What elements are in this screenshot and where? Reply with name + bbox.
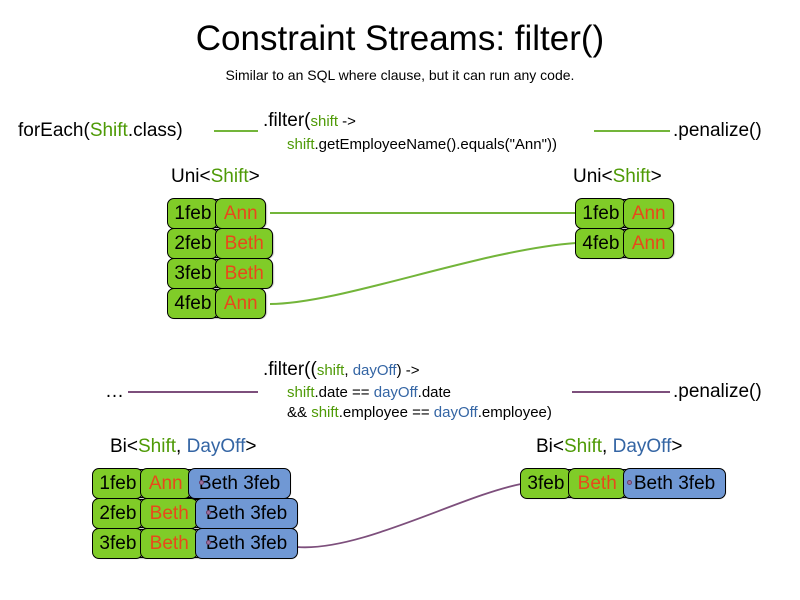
table-row[interactable]: 3feb Beth Beth 3feb: [520, 468, 727, 499]
caption-uni-left-prefix: Uni<: [171, 166, 211, 187]
caption-uni-right: Uni<Shift>: [573, 166, 662, 188]
caption-bi-left-prefix: Bi<: [110, 436, 138, 457]
tuple-cell-name: Beth: [215, 228, 274, 259]
filter-bi-head: .filter((: [263, 359, 317, 380]
filter-bi-l2-shift: shift: [287, 384, 315, 401]
foreach-type: Shift: [89, 120, 128, 141]
tuple-cell-date: 3feb: [167, 258, 219, 289]
tuple-cell-date: 3feb: [520, 468, 572, 499]
page-subtitle: Similar to an SQL where clause, but it c…: [225, 67, 575, 83]
table-row[interactable]: 3feb Beth Beth 3feb: [92, 528, 299, 559]
tuple-cell-name: Beth: [568, 468, 627, 499]
foreach-suffix: .class): [127, 120, 183, 141]
table-row[interactable]: 3feb Beth: [167, 258, 274, 289]
caption-uni-left: Uni<Shift>: [171, 166, 260, 188]
caption-uni-left-shift: Shift: [210, 166, 249, 187]
table-row[interactable]: 4feb Ann: [575, 228, 675, 259]
filter-bi-l3-shift: shift: [311, 404, 339, 421]
foreach-label: forEach(Shift.class): [18, 120, 183, 142]
filter-bi-l3-dayoff: dayOff: [433, 404, 478, 421]
table-row[interactable]: 4feb Ann: [167, 288, 267, 319]
tuple-cell-name: Ann: [215, 198, 267, 229]
tuple-junction-dot: [206, 540, 211, 545]
caption-bi-left-dayoff: DayOff: [186, 436, 246, 457]
table-row[interactable]: 2feb Beth: [167, 228, 274, 259]
filter-bi-l2-dayoff: dayOff: [373, 384, 418, 401]
filter-uni-line1: .filter(shift ->: [263, 110, 356, 132]
caption-bi-left-shift: Shift: [138, 436, 177, 457]
tuple-cell-name: Beth: [215, 258, 274, 289]
caption-bi-right-prefix: Bi<: [536, 436, 564, 457]
caption-uni-right-suffix: >: [650, 166, 662, 187]
table-row[interactable]: 2feb Beth Beth 3feb: [92, 498, 299, 529]
filter-bi-line1: .filter((shift, dayOff) ->: [263, 359, 420, 381]
tuple-cell-name: Ann: [623, 198, 675, 229]
filter-bi-l3-mid: .employee ==: [338, 404, 434, 421]
tuple-cell-date: 2feb: [167, 228, 219, 259]
caption-uni-left-suffix: >: [248, 166, 260, 187]
bi-source-ellipsis: …: [105, 381, 124, 402]
caption-uni-right-shift: Shift: [612, 166, 651, 187]
penalize-bi-label: .penalize(): [673, 381, 762, 402]
filter-bi-var-dayoff: dayOff: [352, 362, 397, 379]
caption-bi-right-dayoff: DayOff: [612, 436, 672, 457]
tuple-junction-dot: [206, 510, 211, 515]
tuple-cell-date: 3feb: [92, 528, 144, 559]
filter-uni-head: .filter(: [263, 110, 311, 131]
caption-bi-right-shift: Shift: [564, 436, 603, 457]
filter-uni-var: shift: [310, 113, 339, 130]
caption-bi-left-suffix: >: [245, 436, 257, 457]
filter-bi-line2: shift.date == dayOff.date: [287, 384, 451, 401]
filter-uni-body-tail: .getEmployeeName().equals("Ann")): [314, 136, 557, 153]
filter-uni-line2: shift.getEmployeeName().equals("Ann")): [287, 136, 557, 153]
connector-bi-3feb: [296, 483, 522, 549]
tuple-cell-date: 4feb: [167, 288, 219, 319]
tuple-cell-name: Beth: [140, 498, 199, 529]
table-row[interactable]: 1feb Ann: [167, 198, 267, 229]
tuple-cell-dayoff: Beth 3feb: [623, 468, 727, 499]
caption-bi-right-suffix: >: [671, 436, 683, 457]
tuple-cell-date: 2feb: [92, 498, 144, 529]
filter-bi-line3: && shift.employee == dayOff.employee): [287, 404, 552, 421]
caption-uni-right-prefix: Uni<: [573, 166, 613, 187]
foreach-prefix: forEach(: [18, 120, 90, 141]
tuple-cell-name: Ann: [140, 468, 192, 499]
tuple-cell-dayoff: Beth 3feb: [195, 528, 299, 559]
table-row[interactable]: 1feb Ann Beth 3feb: [92, 468, 292, 499]
filter-bi-sep: ,: [344, 362, 353, 379]
connector-uni-4feb: [269, 242, 577, 305]
filter-bi-l2-tail: .date: [417, 384, 452, 401]
tuple-cell-date: 1feb: [167, 198, 219, 229]
table-row[interactable]: 1feb Ann: [575, 198, 675, 229]
caption-bi-left-sep: ,: [176, 436, 187, 457]
tuple-cell-date: 4feb: [575, 228, 627, 259]
filter-bi-var-shift: shift: [316, 362, 345, 379]
tuple-cell-dayoff: Beth 3feb: [188, 468, 292, 499]
page-title: Constraint Streams: filter(): [195, 19, 605, 58]
tuple-cell-name: Ann: [623, 228, 675, 259]
tuple-junction-dot: [199, 480, 204, 485]
caption-bi-left: Bi<Shift, DayOff>: [110, 436, 256, 458]
tuple-cell-name: Ann: [215, 288, 267, 319]
penalize-uni-label: .penalize(): [673, 120, 762, 141]
caption-bi-right: Bi<Shift, DayOff>: [536, 436, 682, 458]
filter-bi-arrow: ) ->: [396, 362, 420, 379]
tuple-cell-date: 1feb: [575, 198, 627, 229]
tuple-cell-date: 1feb: [92, 468, 144, 499]
filter-bi-l3-head: &&: [287, 404, 312, 421]
filter-uni-arrow: ->: [338, 113, 356, 130]
filter-uni-body-var: shift: [287, 136, 315, 153]
tuple-cell-name: Beth: [140, 528, 199, 559]
filter-bi-l3-tail: .employee): [477, 404, 552, 421]
caption-bi-right-sep: ,: [602, 436, 613, 457]
filter-bi-l2-mid: .date ==: [314, 384, 374, 401]
tuple-cell-dayoff: Beth 3feb: [195, 498, 299, 529]
tuple-junction-dot: [627, 480, 632, 485]
